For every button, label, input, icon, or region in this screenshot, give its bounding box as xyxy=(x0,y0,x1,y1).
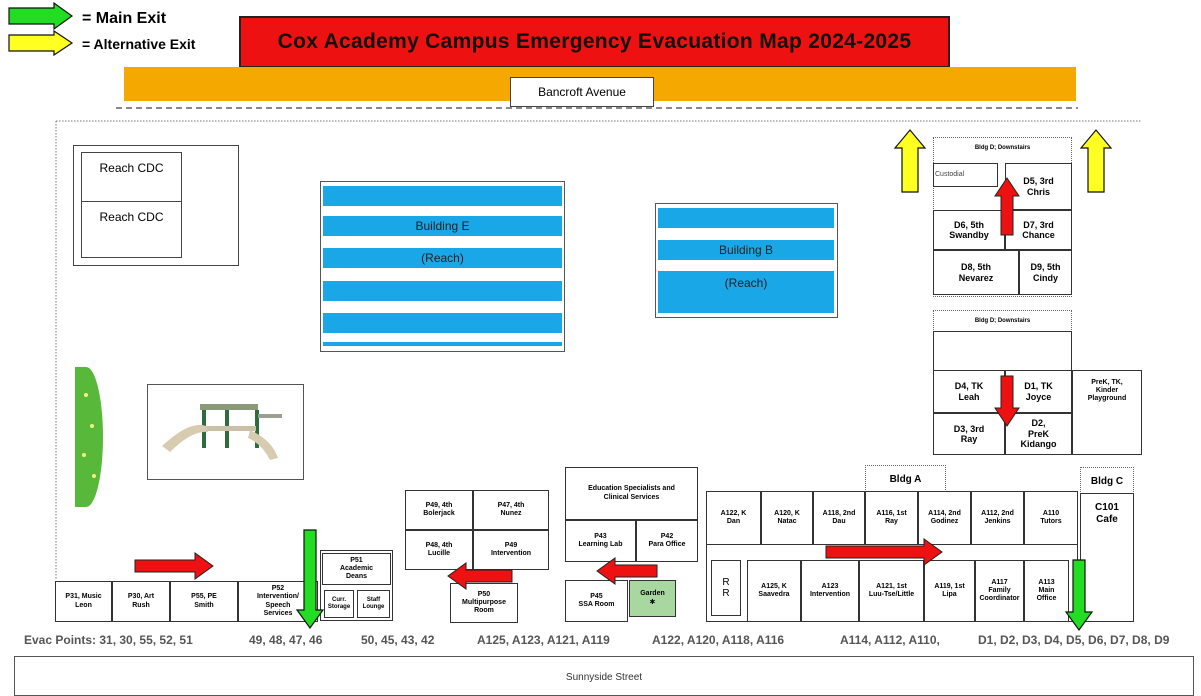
building-b-name: Building B xyxy=(718,243,774,257)
room-a112: A112, 2nd Jenkins xyxy=(971,491,1024,545)
room-a125: A125, K Saavedra xyxy=(747,560,801,622)
evac-points-group-6: A114, A112, A110, xyxy=(840,633,940,647)
bush-flowers-icon xyxy=(82,393,96,478)
building-e-stripe xyxy=(323,186,562,206)
room-p42: P42 Para Office xyxy=(636,520,698,562)
route-arrow-right-icon xyxy=(134,552,214,580)
room-p49-intervention: P49 Intervention xyxy=(473,530,549,570)
ed-specialists-header: Education Specialists and Clinical Servi… xyxy=(565,467,698,520)
legend-alternative-exit-label: = Alternative Exit xyxy=(82,36,196,52)
building-b-stripe xyxy=(658,240,834,260)
room-p51: P51 Academic Deans xyxy=(322,553,391,585)
reach-cdc-lower: Reach CDC xyxy=(81,201,182,258)
room-c101: C101 Cafe xyxy=(1080,493,1134,622)
room-a122: A122, K Dan xyxy=(706,491,761,545)
route-arrow-down-icon xyxy=(994,375,1020,427)
room-p48: P48, 4th Lucille xyxy=(405,530,473,570)
main-exit-arrow-icon xyxy=(1064,559,1094,632)
restroom: R R xyxy=(711,560,741,616)
room-d7: D7, 3rd Chance xyxy=(1005,210,1072,250)
staff-lounge: Staff Lounge xyxy=(357,590,390,618)
room-d8: D8, 5th Nevarez xyxy=(933,250,1019,295)
reach-cdc-upper: Reach CDC xyxy=(81,152,182,202)
building-e-stripe xyxy=(323,281,562,301)
route-arrow-right-icon xyxy=(825,538,943,566)
prek-playground: PreK, TK, Kinder Playground xyxy=(1072,370,1142,455)
evac-points-group-4: A125, A123, A121, A119 xyxy=(477,633,610,647)
room-custodial: Custodial xyxy=(933,163,998,187)
room-d3: D3, 3rd Ray xyxy=(933,413,1005,455)
alternative-exit-arrow-icon xyxy=(1079,129,1113,193)
room-p47: P47, 4th Nunez xyxy=(473,490,549,530)
building-e-stripe xyxy=(323,313,562,333)
evac-points-group-1: Evac Points: 31, 30, 55, 52, 51 xyxy=(24,633,193,647)
building-b-stripe xyxy=(658,271,834,313)
building-e-stripe xyxy=(323,342,562,346)
main-exit-arrow-icon xyxy=(295,529,325,630)
room-p49-bolerjack: P49, 4th Bolerjack xyxy=(405,490,473,530)
garden: Garden ✱ xyxy=(629,580,676,617)
main-exit-icon xyxy=(8,1,74,31)
building-b-stripe xyxy=(658,208,834,228)
reach-cdc-upper-label: Reach CDC xyxy=(99,161,164,175)
legend-main-exit-label: = Main Exit xyxy=(82,10,167,27)
room-d1: D1, TK Joyce xyxy=(1005,370,1072,413)
room-d2: D2, PreK Kidango xyxy=(1005,413,1072,455)
room-d5: D5, 3rd Chris xyxy=(1005,163,1072,210)
room-p31: P31, Music Leon xyxy=(55,581,112,622)
room-a118: A118, 2nd Dau xyxy=(813,491,865,545)
room-a121: A121, 1st Luu-Tse/Little xyxy=(859,560,924,622)
room-p55: P55, PE Smith xyxy=(170,581,238,622)
room-a123: A123 Intervention xyxy=(801,560,859,622)
building-e-stripe xyxy=(323,216,562,236)
evac-points-group-3: 50, 45, 43, 42 xyxy=(361,633,435,647)
bldg-d-lower-header: Bldg D; Downstairs xyxy=(974,318,1031,324)
bldg-d-upper-header: Bldg D; Downstairs xyxy=(974,145,1031,151)
alternative-exit-arrow-icon xyxy=(893,129,927,193)
map-title-text: Cox Academy Campus Emergency Evacuation … xyxy=(277,30,912,53)
room-p43: P43 Learning Lab xyxy=(565,520,636,562)
map-title: Cox Academy Campus Emergency Evacuation … xyxy=(239,16,950,68)
building-b-sub: (Reach) xyxy=(724,276,768,290)
building-e-name: Building E xyxy=(415,219,470,233)
room-a110: A110 Tutors xyxy=(1024,491,1078,545)
route-arrow-left-icon xyxy=(447,562,513,590)
room-p50: P50 Multipurpose Room xyxy=(450,583,518,623)
evac-points-group-5: A122, A120, A118, A116 xyxy=(652,633,785,647)
room-a117: A117 Family Coordinator xyxy=(975,560,1024,622)
building-e-sub: (Reach) xyxy=(421,251,464,265)
hedge-bush xyxy=(75,367,103,507)
evac-points-group-7: D1, D2, D3, D4, D5, D6, D7, D8, D9 xyxy=(978,633,1170,647)
route-arrow-left-icon xyxy=(596,557,658,585)
room-a114: A114, 2nd Godinez xyxy=(918,491,971,545)
room-a113: A113 Main Office xyxy=(1024,560,1069,622)
building-e-stripe xyxy=(323,248,562,268)
reach-cdc-lower-label: Reach CDC xyxy=(99,210,164,224)
playground-icon xyxy=(162,404,282,460)
evac-points-group-2: 49, 48, 47, 46 xyxy=(249,633,323,647)
p51-block-outline xyxy=(320,550,393,621)
alternative-exit-icon xyxy=(8,29,74,57)
sunnyside-street-label: Sunnyside Street xyxy=(565,672,643,683)
room-d9: D9, 5th Cindy xyxy=(1019,250,1072,295)
room-p30: P30, Art Rush xyxy=(112,581,170,622)
room-a120: A120, K Natac xyxy=(761,491,813,545)
room-a116: A116, 1st Ray xyxy=(865,491,918,545)
bancroft-avenue-label: Bancroft Avenue xyxy=(510,77,654,107)
room-a119: A119, 1st Lipa xyxy=(924,560,975,622)
curriculum-storage: Curr. Storage xyxy=(324,590,354,618)
route-arrow-up-icon xyxy=(994,177,1020,236)
room-p45: P45 SSA Room xyxy=(565,580,628,622)
